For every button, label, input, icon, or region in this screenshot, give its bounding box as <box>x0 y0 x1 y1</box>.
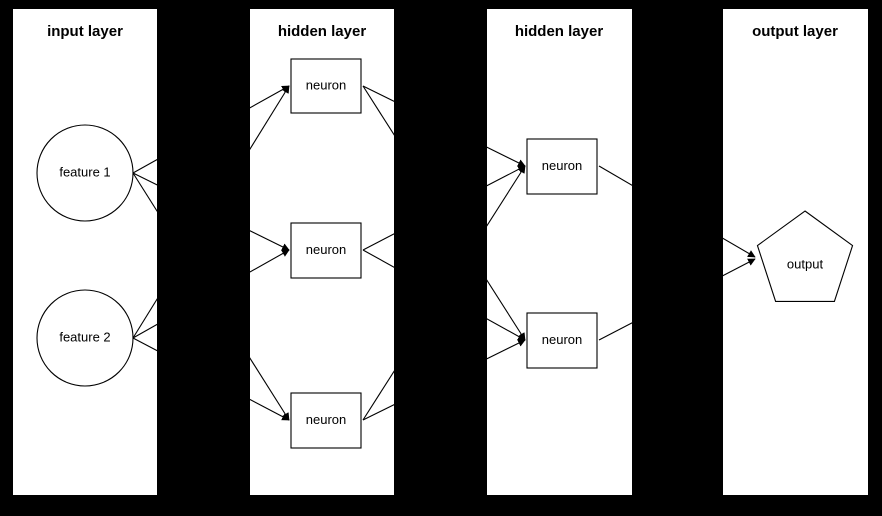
node-label-h2n1: neuron <box>542 158 582 173</box>
node-h1n3[interactable]: neuron <box>290 392 362 449</box>
panel-title-hidden1: hidden layer <box>278 23 367 40</box>
edge-layer <box>132 85 756 421</box>
node-feature2[interactable]: feature 2 <box>36 289 134 387</box>
node-label-h1n3: neuron <box>306 412 346 427</box>
node-layer: feature 1 feature 2 neuron neuron neuron neur… <box>36 58 854 449</box>
node-label-feature1: feature 1 <box>59 164 110 179</box>
node-h1n1[interactable]: neuron <box>290 58 362 114</box>
node-h1n2[interactable]: neuron <box>290 222 362 279</box>
panel-title-input: input layer <box>47 23 123 40</box>
panel-title-output: output layer <box>752 23 838 40</box>
node-h2n1[interactable]: neuron <box>526 138 598 195</box>
node-label-h1n1: neuron <box>306 77 346 92</box>
circle-shape <box>36 124 134 222</box>
rect-shape <box>526 312 598 369</box>
rect-shape <box>290 58 362 114</box>
node-out1[interactable]: output <box>756 210 854 303</box>
node-label-h1n2: neuron <box>306 242 346 257</box>
node-label-out1: output <box>787 256 824 271</box>
node-feature1[interactable]: feature 1 <box>36 124 134 222</box>
circle-shape <box>36 289 134 387</box>
node-label-h2n2: neuron <box>542 332 582 347</box>
rect-shape <box>290 392 362 449</box>
pentagon-shape <box>756 210 854 303</box>
node-h2n2[interactable]: neuron <box>526 312 598 369</box>
panel-titles: input layer hidden layer hidden layer outpu… <box>47 23 838 40</box>
panel-title-hidden2: hidden layer <box>515 23 604 40</box>
rect-shape <box>290 222 362 279</box>
node-label-feature2: feature 2 <box>59 329 110 344</box>
panel-hidden2 <box>487 9 632 495</box>
rect-shape <box>526 138 598 195</box>
panel-input <box>13 9 157 495</box>
panel-backgrounds <box>13 9 868 495</box>
